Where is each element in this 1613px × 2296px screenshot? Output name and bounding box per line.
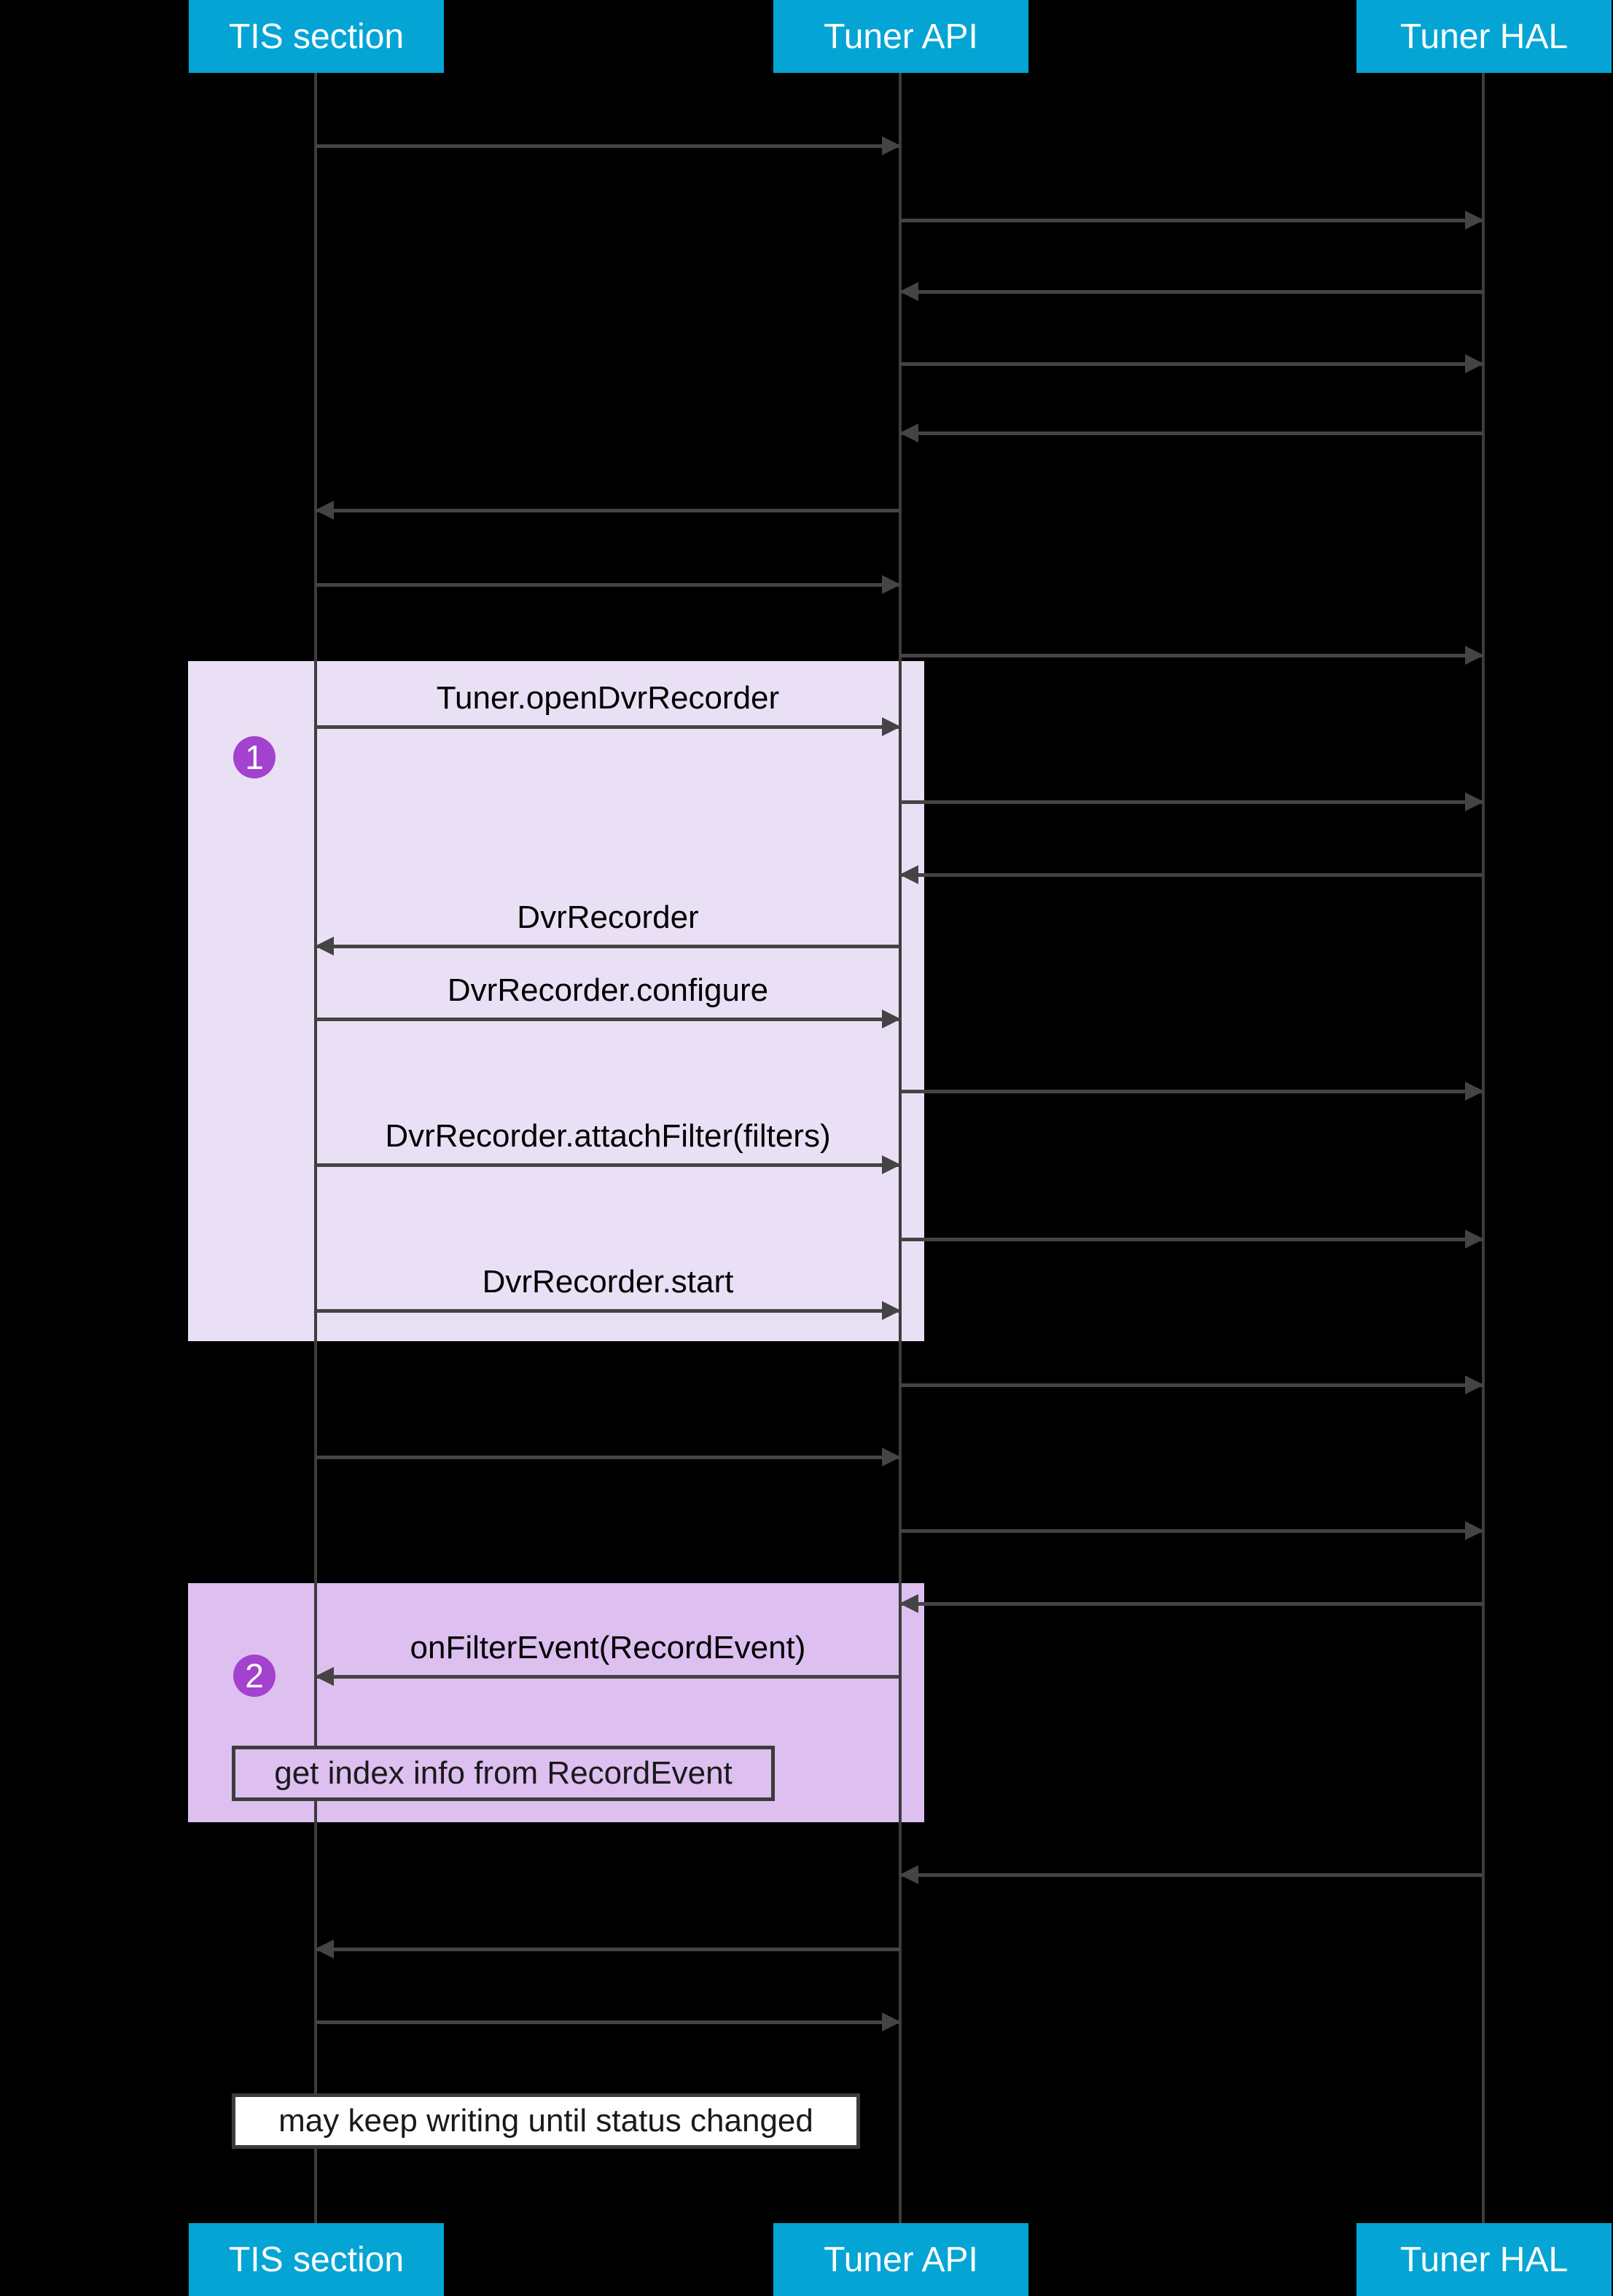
participant-footer-tuner-api[interactable]: Tuner API: [773, 2223, 1028, 2296]
participant-header-tuner-api[interactable]: Tuner API: [773, 0, 1028, 73]
participant-header-tuner-hal[interactable]: Tuner HAL: [1356, 0, 1612, 73]
participant-label: Tuner HAL: [1399, 2240, 1569, 2279]
message-label: DvrRecorder.attachFilter(filters): [385, 1118, 831, 1154]
participant-label: TIS section: [228, 17, 405, 56]
message-label: DvrRecorder.start: [482, 1264, 734, 1300]
message-label: onFilterEvent(RecordEvent): [410, 1630, 806, 1666]
participant-label: Tuner API: [824, 17, 978, 56]
fragment-2-step-badge: 2: [233, 1655, 276, 1697]
lifeline-tuner-api-in-fragment-2: [899, 1583, 902, 1822]
fragment-1: [188, 661, 924, 1341]
note-may-keep-writing: may keep writing until status changed: [232, 2093, 860, 2149]
participant-label: Tuner HAL: [1399, 17, 1569, 56]
participant-header-tis-section[interactable]: TIS section: [189, 0, 444, 73]
message-label: Tuner.openDvrRecorder: [436, 680, 780, 716]
participant-footer-tuner-hal[interactable]: Tuner HAL: [1356, 2223, 1612, 2296]
lifeline-tuner-api-in-fragment-1: [899, 661, 902, 1341]
lifeline-tis-section-in-fragment-1: [314, 661, 317, 1341]
participant-label: Tuner API: [824, 2240, 978, 2279]
message-label: DvrRecorder: [517, 899, 699, 935]
note-text: get index info from RecordEvent: [274, 1755, 733, 1791]
fragment-1-step-badge: 1: [233, 736, 276, 778]
note-get-index-info: get index info from RecordEvent: [232, 1746, 775, 1801]
participant-label: TIS section: [228, 2240, 405, 2279]
lifeline-tis-section-in-fragment-2: [314, 1583, 317, 1822]
message-label: DvrRecorder.configure: [447, 972, 769, 1008]
lifeline-tuner-hal: [1482, 73, 1485, 2223]
participant-footer-tis-section[interactable]: TIS section: [189, 2223, 444, 2296]
note-text: may keep writing until status changed: [278, 2103, 813, 2139]
